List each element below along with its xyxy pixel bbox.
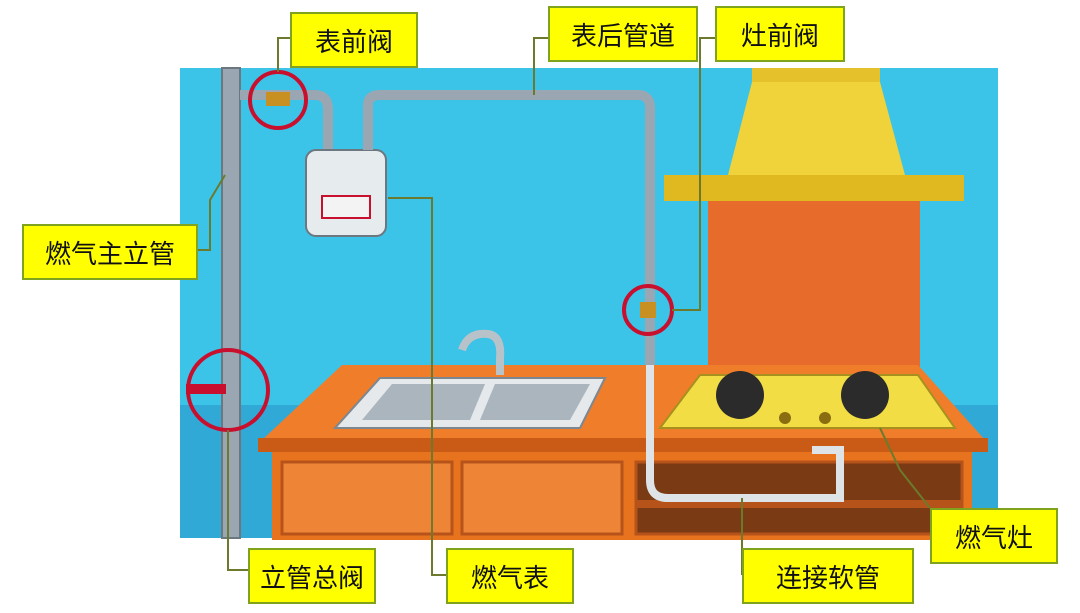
sink-bowl-right	[480, 384, 590, 420]
label-gas-main-riser: 燃气主立管	[22, 224, 198, 280]
stove-burner-right	[841, 371, 889, 419]
label-riser-main-valve: 立管总阀	[248, 548, 376, 604]
cabinet-door-mid	[460, 460, 624, 536]
gas-meter-body	[305, 149, 387, 237]
label-gas-meter: 燃气表	[446, 548, 574, 604]
sink-bowl-left	[362, 384, 485, 420]
label-post-meter-pipe: 表后管道	[548, 6, 698, 62]
gas-riser-pipe	[221, 67, 241, 539]
pipe-to-meter	[240, 90, 333, 150]
stove-burner-left	[716, 371, 764, 419]
range-hood-body	[728, 82, 905, 175]
gas-meter-display	[321, 195, 371, 219]
countertop-edge	[258, 438, 988, 452]
stove-top	[657, 374, 957, 429]
label-meter-front-valve: 表前阀	[290, 12, 418, 68]
post-meter-pipe	[363, 90, 655, 365]
riser-valve-handle	[186, 384, 226, 394]
connecting-hose	[646, 365, 844, 502]
range-hood-base	[664, 175, 964, 201]
meter-front-valve-handle	[266, 92, 290, 106]
cabinet-shelf	[636, 500, 962, 508]
leader-lines	[198, 37, 931, 576]
backsplash	[708, 201, 920, 371]
stove-knob-left	[779, 412, 791, 424]
label-connecting-hose: 连接软管	[742, 548, 914, 604]
label-stove-front-valve: 灶前阀	[715, 6, 845, 62]
cabinet-door-left	[280, 460, 454, 536]
label-gas-stove: 燃气灶	[930, 508, 1058, 564]
stove-knob-right	[819, 412, 831, 424]
range-hood-chimney	[752, 68, 880, 82]
sink-faucet	[458, 329, 505, 375]
stove-front-valve-handle	[640, 302, 656, 318]
